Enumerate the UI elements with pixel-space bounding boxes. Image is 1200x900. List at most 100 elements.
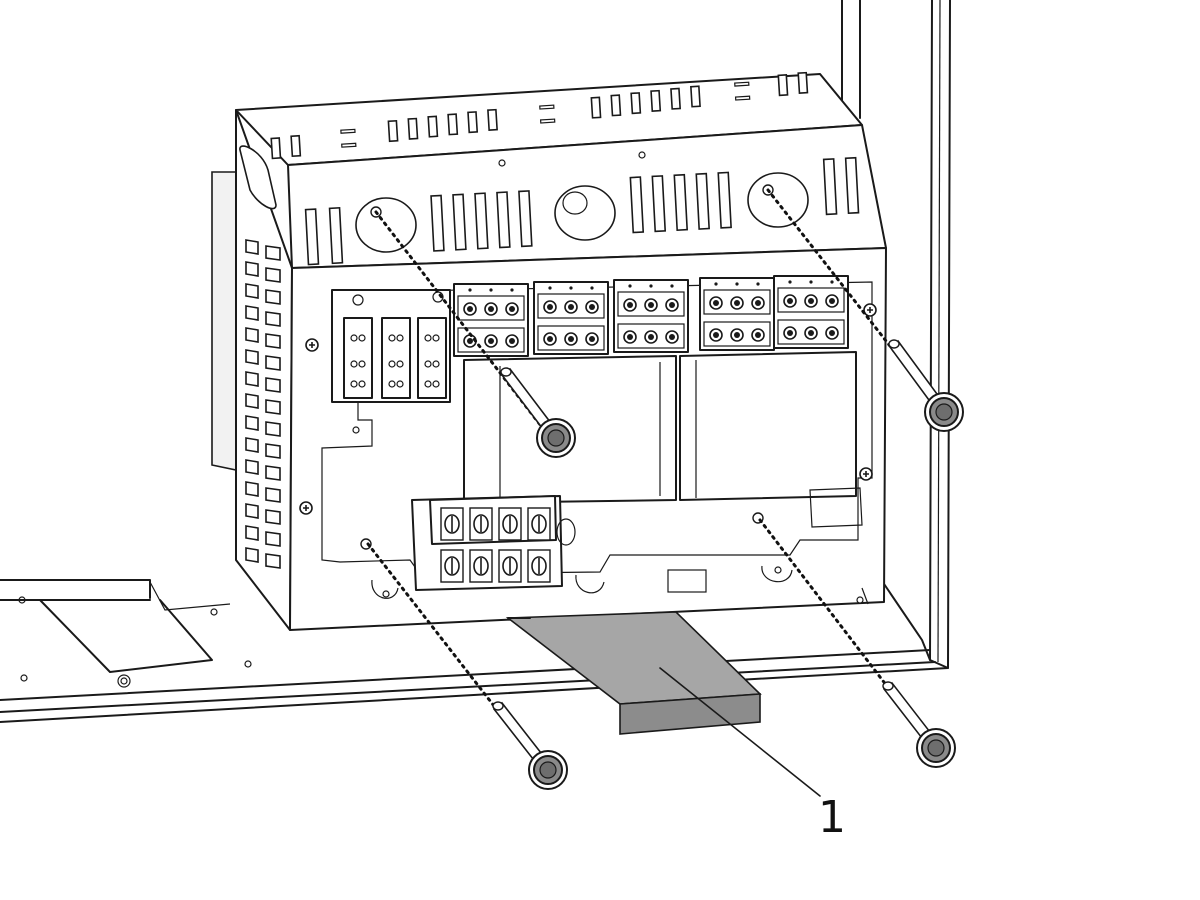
screw-head-icon xyxy=(509,338,515,344)
bolt-hex-icon xyxy=(547,429,565,447)
screw-head-icon xyxy=(734,300,740,306)
louver-slot xyxy=(245,371,259,387)
terminal-blocks-row xyxy=(453,275,849,357)
louver-slot xyxy=(265,465,281,481)
screw-icon xyxy=(358,360,366,368)
hole-icon xyxy=(352,426,360,434)
louver-slot xyxy=(245,503,259,519)
terminal-block xyxy=(613,279,689,353)
screw-head-icon xyxy=(589,304,595,310)
mounting-feet xyxy=(371,565,869,605)
hole-icon xyxy=(489,288,493,292)
louver-slot xyxy=(265,267,281,283)
screw-icon xyxy=(396,360,404,368)
screw-icon xyxy=(358,380,366,388)
screw-head-icon xyxy=(669,334,675,340)
screw-head-icon xyxy=(568,336,574,342)
front-vents-and-knockouts xyxy=(304,156,860,266)
hole-icon xyxy=(510,288,514,292)
screw-icon xyxy=(424,334,432,342)
screw-head-icon xyxy=(669,302,675,308)
louver-slot xyxy=(265,531,281,547)
screw-head-icon xyxy=(787,298,793,304)
screw-icon xyxy=(424,360,432,368)
screw-icon xyxy=(350,360,358,368)
louver-slot xyxy=(245,283,259,299)
hole-icon xyxy=(628,284,632,288)
cross-icon xyxy=(303,505,309,511)
spacer-block xyxy=(505,611,762,735)
screw-head-icon xyxy=(808,330,814,336)
louver-slot xyxy=(245,547,259,563)
hole-icon xyxy=(788,280,792,284)
screw-icon xyxy=(388,360,396,368)
hole-icon xyxy=(809,280,813,284)
hole-icon xyxy=(830,280,834,284)
screw-head-icon xyxy=(829,330,835,336)
screw-head-icon xyxy=(713,300,719,306)
louver-slot xyxy=(265,311,281,327)
screw-head-icon xyxy=(547,336,553,342)
louver-slot xyxy=(245,481,259,497)
mounting-bolt xyxy=(492,701,568,790)
terminal-block xyxy=(453,283,529,357)
screw-head-icon xyxy=(568,304,574,310)
ground-terminal-strip xyxy=(411,495,576,591)
screw-head-icon xyxy=(589,336,595,342)
louver-slot xyxy=(265,289,281,305)
screw-head-icon xyxy=(467,338,473,344)
terminal-block xyxy=(699,277,775,351)
screw-head-icon xyxy=(627,302,633,308)
hole-icon xyxy=(756,282,760,286)
screw-head-icon xyxy=(755,332,761,338)
louver-slot xyxy=(245,393,259,409)
hole-icon xyxy=(714,282,718,286)
louver-slot xyxy=(265,377,281,393)
hole-icon xyxy=(468,288,472,292)
cross-icon xyxy=(309,342,315,348)
hole-icon xyxy=(382,590,390,598)
screw-head-icon xyxy=(755,300,761,306)
callout-leader-line xyxy=(659,667,821,797)
screw-head-icon xyxy=(627,334,633,340)
screw-head-icon xyxy=(808,298,814,304)
screw-head-icon xyxy=(787,330,793,336)
cross-icon xyxy=(867,307,873,313)
louver-slot xyxy=(265,333,281,349)
hole-icon xyxy=(649,284,653,288)
louver-slot xyxy=(245,437,259,453)
screw-head-icon xyxy=(829,298,835,304)
louver-slot xyxy=(265,443,281,459)
bolt-tip xyxy=(500,367,512,377)
louver-slot xyxy=(245,305,259,321)
louver-slot xyxy=(245,261,259,277)
louver-slot xyxy=(265,509,281,525)
label-plate xyxy=(667,569,707,593)
louver-slot xyxy=(265,421,281,437)
screw-icon xyxy=(350,334,358,342)
hole-icon xyxy=(548,286,552,290)
screw-icon xyxy=(358,334,366,342)
screw-icon xyxy=(350,380,358,388)
screw-icon xyxy=(388,380,396,388)
callout-1: 1 xyxy=(659,667,846,843)
louver-slot xyxy=(245,525,259,541)
cross-icon xyxy=(863,471,869,477)
louver-slot xyxy=(245,239,259,255)
hole-icon xyxy=(735,282,739,286)
hole-icon xyxy=(569,286,573,290)
screw-head-icon xyxy=(734,332,740,338)
bolt-hex-icon xyxy=(539,761,557,779)
mounting-bolt xyxy=(500,367,576,458)
louver-slot xyxy=(265,245,281,261)
louver-slot xyxy=(245,459,259,475)
mounting-bolts xyxy=(492,339,964,790)
louver-slot xyxy=(245,327,259,343)
screw-head-icon xyxy=(488,338,494,344)
spacer-block-front xyxy=(619,693,761,735)
screw-icon xyxy=(424,380,432,388)
screw-icon xyxy=(432,334,440,342)
louver-slot xyxy=(265,487,281,503)
louver-slot xyxy=(265,355,281,371)
screw-icon xyxy=(396,334,404,342)
